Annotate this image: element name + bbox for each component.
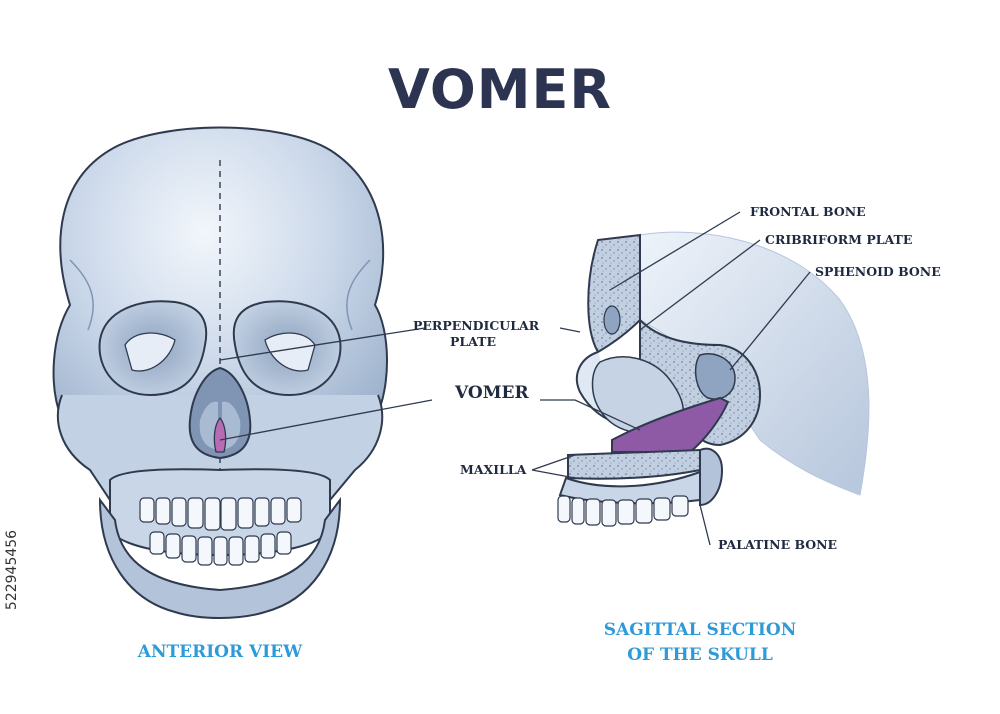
sagittal-teeth <box>557 495 689 527</box>
maxilla-section <box>567 448 701 480</box>
caption-sagittal-line2: OF THE SKULL <box>627 645 773 665</box>
caption-sagittal-line1: SAGITTAL SECTION <box>603 620 797 640</box>
stock-id: 522945456 <box>4 529 20 611</box>
sagittal-skull <box>557 231 870 527</box>
mandible <box>98 496 342 619</box>
label-cribriform-plate: CRIBRIFORM PLATE <box>765 232 913 247</box>
stock-id-strip: 522945456 <box>0 470 24 670</box>
lower-teeth <box>149 531 292 566</box>
upper-teeth <box>139 497 302 531</box>
anterior-skull <box>52 126 388 619</box>
caption-anterior-view: ANTERIOR VIEW <box>137 642 303 662</box>
label-frontal-bone: FRONTAL BONE <box>750 204 866 219</box>
label-maxilla: MAXILLA <box>460 462 527 477</box>
vomer-sagittal <box>611 396 730 453</box>
frontal-bone-section <box>587 233 641 354</box>
label-palatine-bone: PALATINE BONE <box>718 537 838 552</box>
vomer-anterior <box>213 417 227 453</box>
page-title: VOMER <box>388 58 612 121</box>
palatine-section <box>699 447 724 507</box>
leader-lines <box>219 211 811 546</box>
label-sphenoid-bone: SPHENOID BONE <box>815 264 941 279</box>
label-vomer: VOMER <box>455 383 529 403</box>
